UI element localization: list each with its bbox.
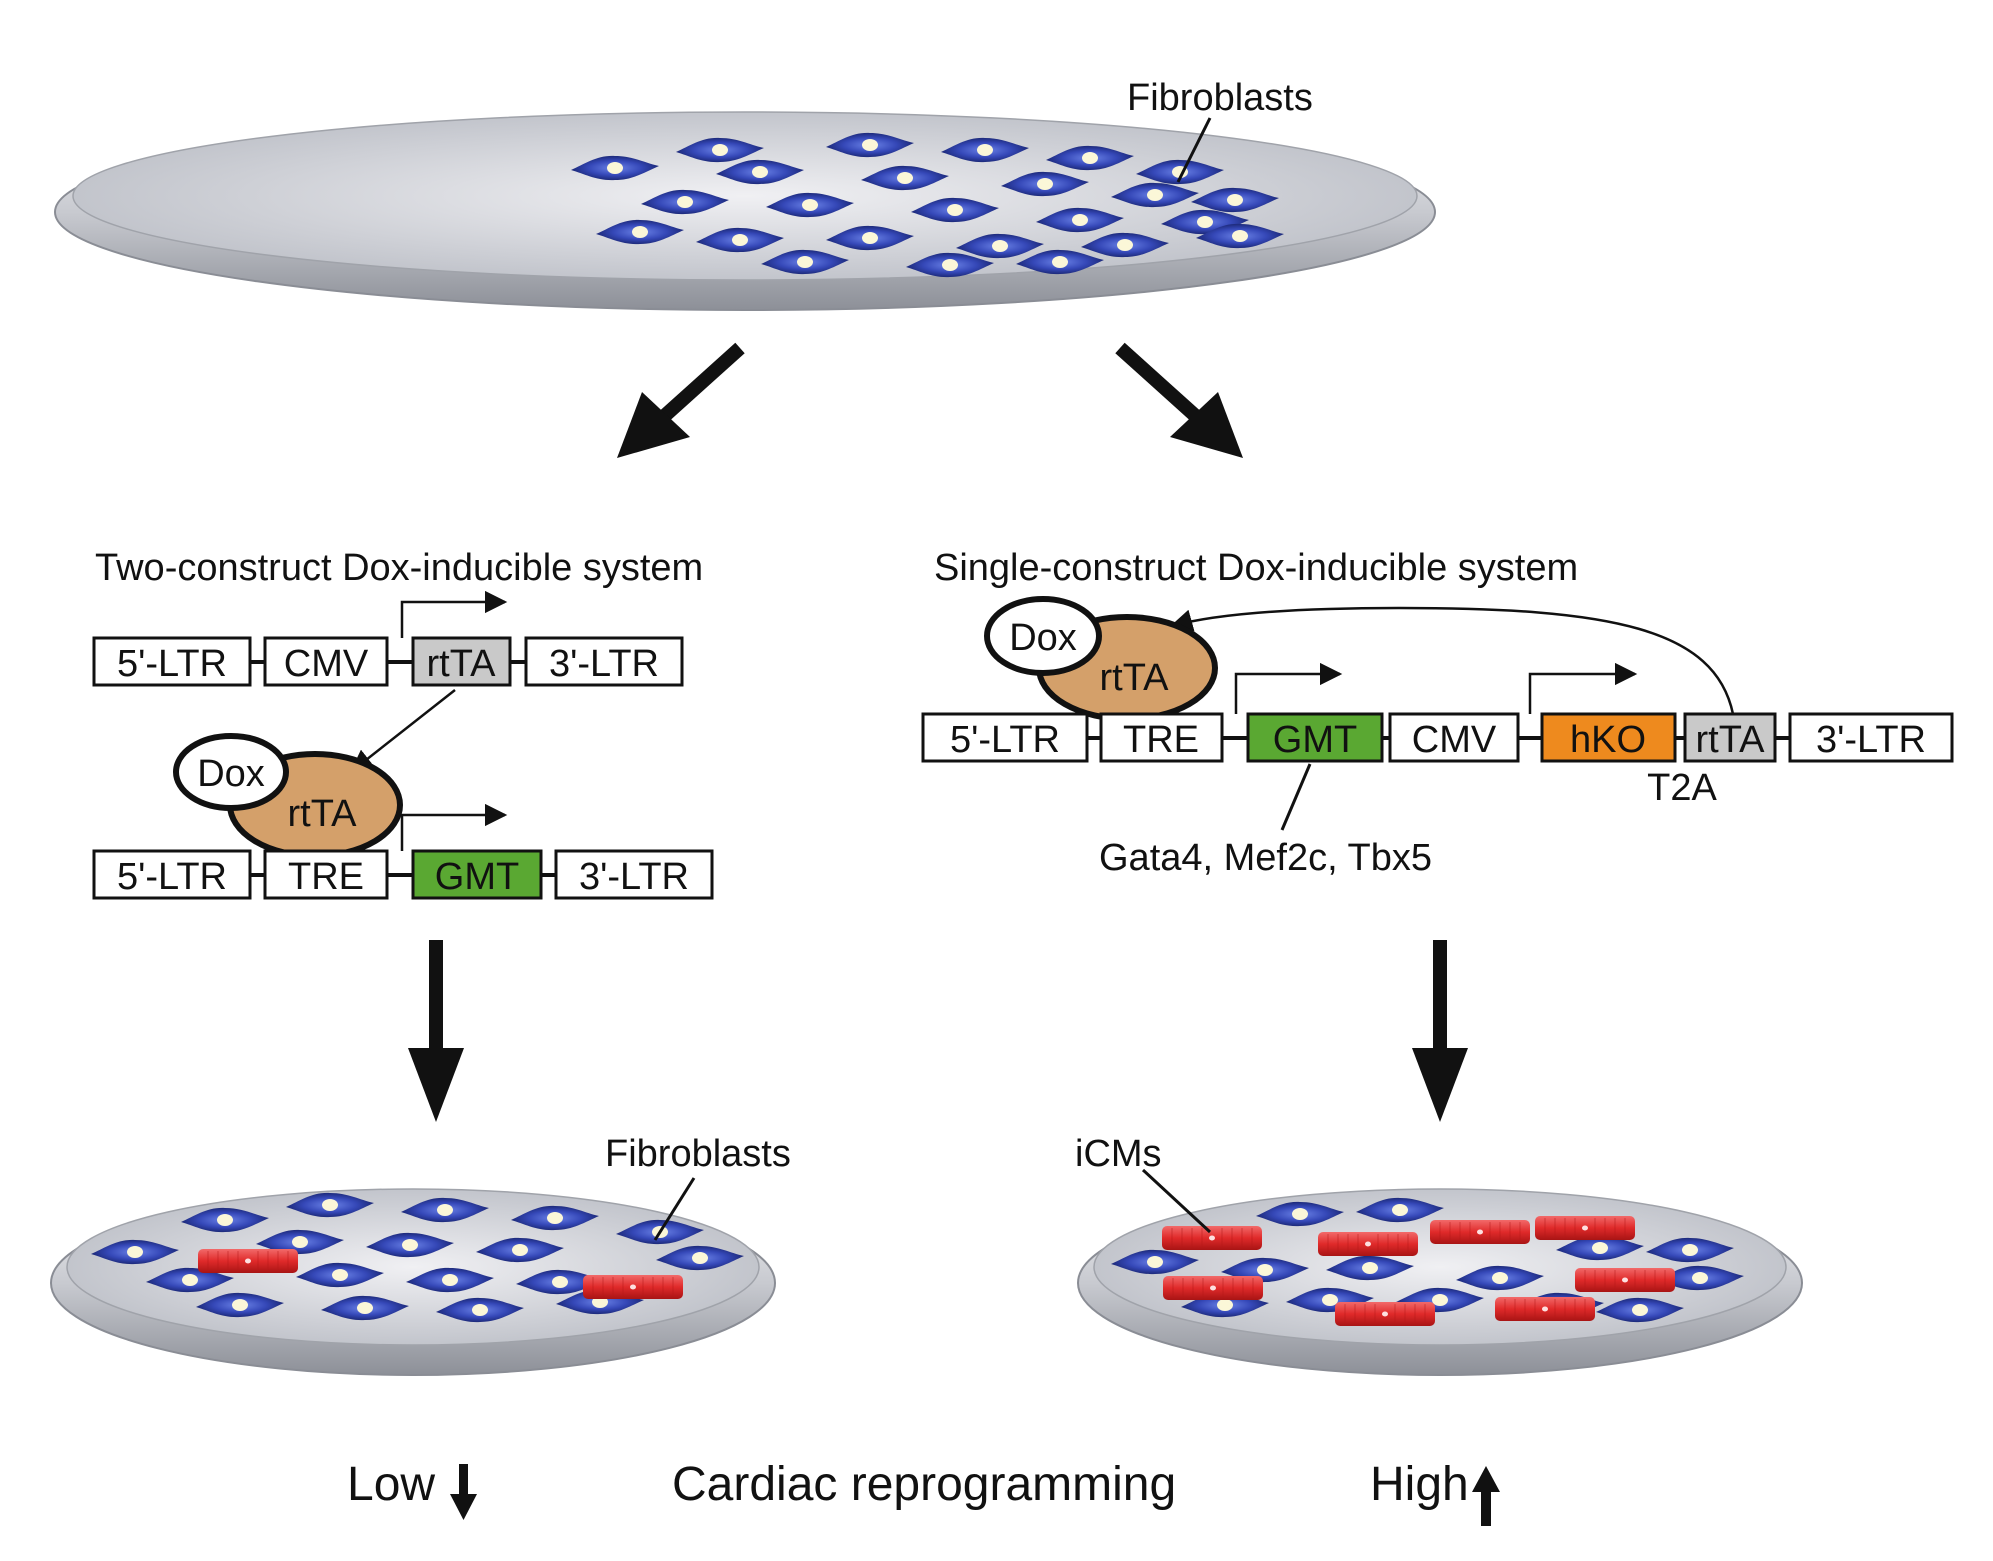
bottom-right-dish-pointer	[1141, 1168, 1212, 1234]
arrow-to-right-system	[1115, 342, 1243, 458]
right-gmt-label: GMT	[1273, 719, 1357, 761]
icm-cell	[1494, 1296, 1596, 1322]
right-hko-box	[1540, 712, 1677, 763]
left-c1-rtta-box	[411, 636, 512, 687]
left-dox-rtta-complex: Dox rtTA	[173, 733, 403, 859]
right-hko-label: hKO	[1570, 719, 1646, 761]
icm-cell	[197, 1248, 299, 1274]
right-tre-promoter-arrow	[1234, 662, 1343, 714]
right-construct: 5'-LTR TRE GMT CMV hKO rtTA 3'-LTR	[921, 712, 1954, 763]
cardiac-reprogramming-label: Cardiac reprogramming	[672, 1458, 1176, 1511]
right-rtta-box	[1683, 712, 1777, 763]
right-dox-ellipse	[984, 596, 1102, 676]
icm-cell	[1534, 1215, 1636, 1241]
low-label: Low	[347, 1458, 435, 1511]
left-c2-tre-label: TRE	[288, 856, 364, 898]
up-arrow-icon	[1472, 1466, 1500, 1526]
left-c2-gmt-label: GMT	[435, 856, 519, 898]
arrow-to-left-system	[617, 342, 745, 458]
icm-cell	[1162, 1275, 1264, 1301]
bottom-left-dish-label: Fibroblasts	[605, 1133, 791, 1175]
right-5ltr-box	[921, 712, 1089, 763]
left-dox-ellipse	[173, 733, 289, 811]
left-rtta-label: rtTA	[288, 793, 358, 835]
right-cmv-box	[1388, 712, 1520, 763]
left-c1-5ltr-box	[92, 636, 252, 687]
icm-cell	[582, 1274, 684, 1300]
left-c2-tre-box	[263, 849, 389, 900]
left-construct-2: 5'-LTR TRE GMT 3'-LTR	[92, 849, 714, 900]
right-rtta-box-label: rtTA	[1696, 719, 1766, 761]
down-arrow-icon	[450, 1464, 477, 1520]
right-cmv-promoter-arrow	[1528, 662, 1638, 714]
bottom-left-dish-pointer	[653, 1177, 696, 1241]
top-dish-pointer	[1176, 117, 1212, 183]
left-c1-cmv-box	[263, 636, 389, 687]
icm-cell	[1334, 1301, 1436, 1327]
right-dox-label: Dox	[1009, 617, 1077, 659]
left-c1-cmv-label: CMV	[284, 643, 369, 685]
left-c1-rtta-label: rtTA	[427, 643, 497, 685]
right-system-title: Single-construct Dox-inducible system	[934, 547, 1578, 589]
right-rtta-label: rtTA	[1100, 657, 1170, 699]
right-gmt-note: Gata4, Mef2c, Tbx5	[1099, 837, 1432, 879]
left-c1-5ltr-label: 5'-LTR	[117, 643, 227, 685]
left-c2-3ltr-label: 3'-LTR	[579, 856, 689, 898]
top-dish-label: Fibroblasts	[1127, 77, 1313, 119]
right-3ltr-box	[1788, 712, 1954, 763]
bottom-right-dish-label: iCMs	[1075, 1133, 1162, 1175]
left-c1-promoter-arrow	[400, 590, 508, 638]
icm-cell	[1317, 1231, 1419, 1257]
icm-cell	[1429, 1219, 1531, 1245]
icm-cell	[1161, 1225, 1263, 1251]
left-c1-3ltr-box	[524, 636, 684, 687]
right-5ltr-label: 5'-LTR	[950, 719, 1060, 761]
left-c2-5ltr-label: 5'-LTR	[117, 856, 227, 898]
right-3ltr-label: 3'-LTR	[1816, 719, 1926, 761]
left-c2-3ltr-box	[554, 849, 714, 900]
left-system-title: Two-construct Dox-inducible system	[95, 547, 703, 589]
top-dish	[54, 111, 1436, 311]
right-gmt-box	[1246, 712, 1384, 763]
left-c2-promoter-arrow	[400, 803, 508, 851]
icm-cell	[1574, 1267, 1676, 1293]
left-c1-3ltr-label: 3'-LTR	[549, 643, 659, 685]
left-dox-label: Dox	[197, 753, 265, 795]
right-cmv-label: CMV	[1412, 719, 1497, 761]
left-construct-1: 5'-LTR CMV rtTA 3'-LTR	[92, 636, 684, 687]
arrow-right-down	[1412, 940, 1468, 1122]
right-tre-label: TRE	[1123, 719, 1199, 761]
bottom-right-dish	[1077, 1188, 1803, 1376]
bottom-left-dish	[50, 1188, 776, 1376]
arrow-left-down	[408, 940, 464, 1122]
right-tre-box	[1099, 712, 1224, 763]
left-c2-gmt-box	[411, 849, 543, 900]
right-gmt-pointer	[1280, 763, 1312, 831]
left-rtta-expression-arrow	[350, 689, 456, 773]
right-dox-rtta-complex: Dox rtTA	[984, 596, 1218, 722]
right-t2a-label: T2A	[1647, 767, 1717, 809]
high-label: High	[1370, 1458, 1469, 1511]
left-c2-5ltr-box	[92, 849, 252, 900]
right-rtta-feedback-arrow	[1169, 606, 1735, 715]
